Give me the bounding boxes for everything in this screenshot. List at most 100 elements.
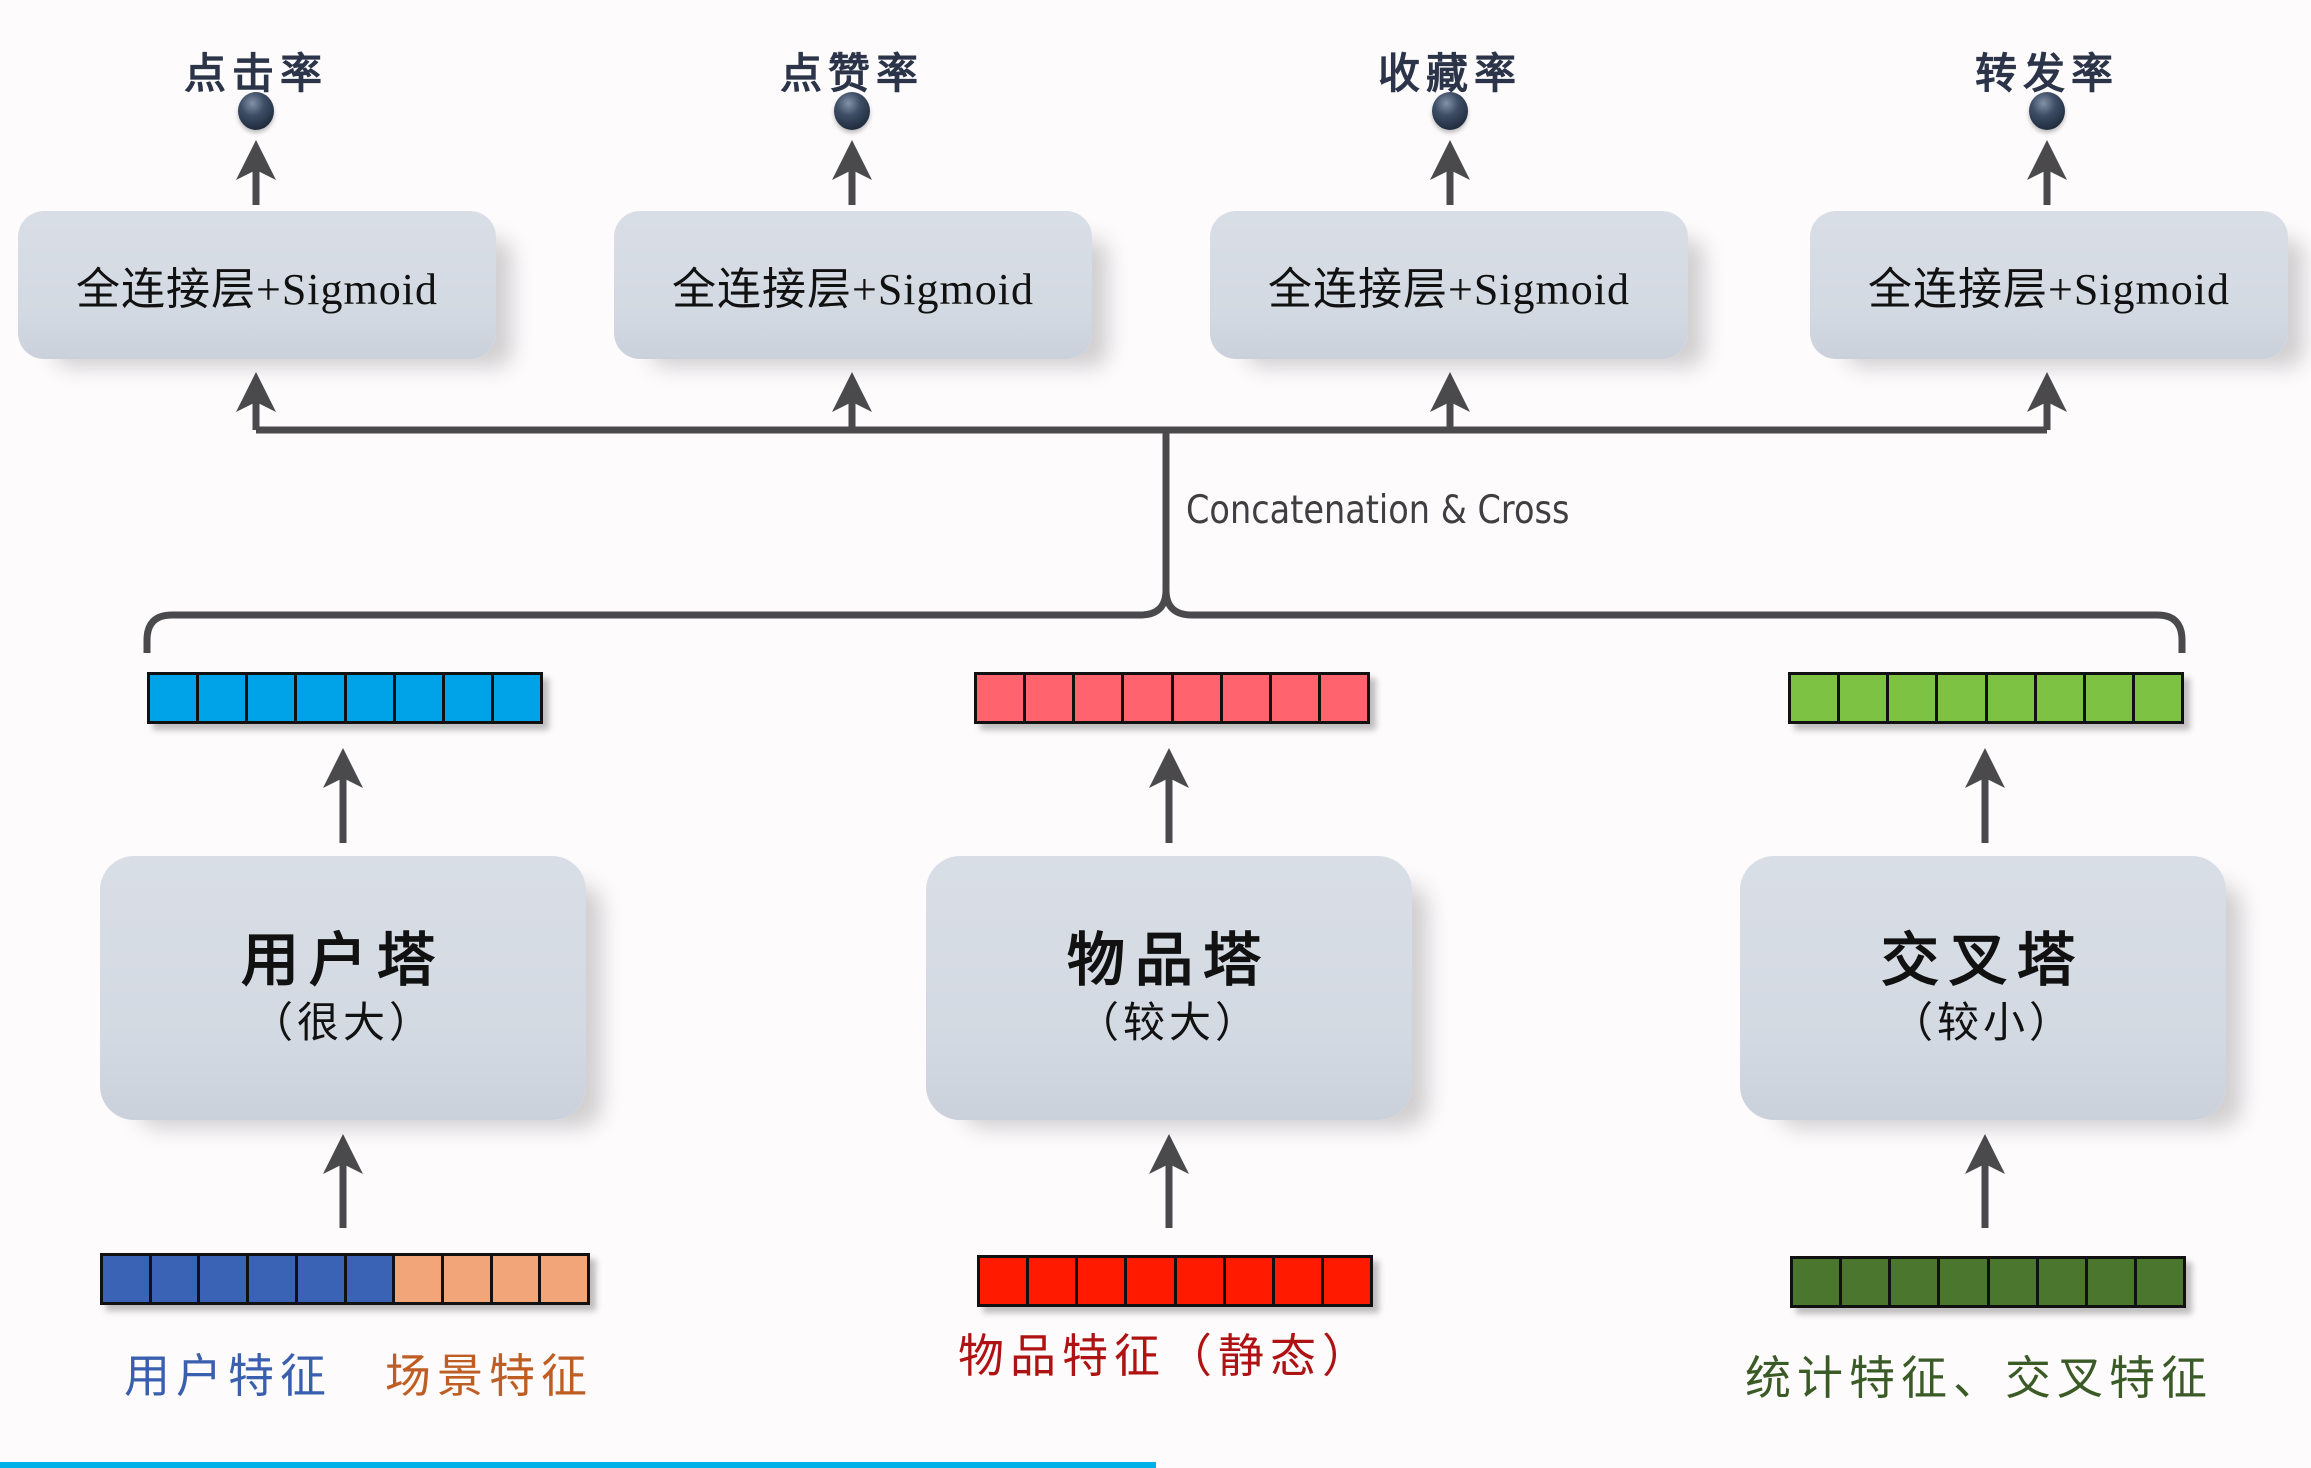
vector-cell <box>1320 675 1367 721</box>
vector-cell <box>199 675 249 721</box>
vector-cell <box>1222 675 1272 721</box>
tower-size-note: （较小） <box>1890 998 2075 1047</box>
features-to-tower-arrow-icon <box>323 1134 363 1228</box>
fc-to-output-arrow-icon <box>2027 140 2067 205</box>
video-progress-bar[interactable] <box>0 1462 2311 1468</box>
fc-sigmoid-label: 全连接层+Sigmoid <box>1268 265 1630 314</box>
user-feature-label: 用户特征 <box>124 1349 332 1403</box>
bus-to-fc-arrow-icon <box>236 372 276 430</box>
features-to-tower-arrow-icon <box>1149 1134 1189 1228</box>
vector-cell <box>1842 1259 1892 1305</box>
vector-cell <box>1029 1258 1079 1304</box>
vector-cell <box>444 675 494 721</box>
vector-cell <box>297 1256 347 1302</box>
tower-to-embedding-arrow-icon <box>1965 748 2005 843</box>
vector-cell <box>443 1256 493 1302</box>
fc-sigmoid-box: 全连接层+Sigmoid <box>1810 211 2288 359</box>
vector-cell <box>1274 1258 1324 1304</box>
user-tower-box: 用户塔 （很大） <box>100 856 586 1120</box>
bus-to-fc-arrow-icon <box>2027 372 2067 430</box>
scene-feature-label: 场景特征 <box>385 1349 593 1403</box>
vector-cell <box>2038 1259 2088 1305</box>
vector-cell <box>1323 1258 1370 1304</box>
vector-cell <box>1078 1258 1128 1304</box>
vector-cell <box>2087 1259 2137 1305</box>
fc-sigmoid-box: 全连接层+Sigmoid <box>18 211 496 359</box>
vector-cell <box>103 1256 152 1302</box>
output-label: 转发率 <box>1974 49 2119 98</box>
vector-cell <box>1075 675 1125 721</box>
fc-sigmoid-box: 全连接层+Sigmoid <box>614 211 1092 359</box>
vector-cell <box>1173 675 1223 721</box>
item-feature-label: 物品特征（静态） <box>958 1329 1374 1383</box>
fc-to-output-arrow-icon <box>1430 140 1470 205</box>
vector-cell <box>1225 1258 1275 1304</box>
tower-to-embedding-arrow-icon <box>323 748 363 843</box>
cross-tower-box: 交叉塔 （较小） <box>1740 856 2226 1120</box>
vector-cell <box>297 675 347 721</box>
output-node-icon <box>238 92 274 130</box>
vector-cell <box>1793 1259 1843 1305</box>
tower-size-note: （较大） <box>1076 998 1261 1047</box>
output-label: 点赞率 <box>779 49 924 98</box>
vector-cell <box>1026 675 1076 721</box>
item-tower-box: 物品塔 （较大） <box>926 856 1412 1120</box>
vector-cell <box>493 675 540 721</box>
vector-cell <box>395 1256 444 1302</box>
vector-cell <box>2134 675 2181 721</box>
features-to-tower-arrow-icon <box>1965 1134 2005 1228</box>
item-embedding-vector <box>974 672 1370 724</box>
user-embedding-vector <box>147 672 543 724</box>
vector-cell <box>150 675 200 721</box>
tower-size-note: （很大） <box>250 998 435 1047</box>
tower-title: 用户塔 <box>240 926 445 994</box>
vector-cell <box>1176 1258 1226 1304</box>
output-node-icon <box>834 92 870 130</box>
vector-cell <box>151 1256 201 1302</box>
fc-sigmoid-label: 全连接层+Sigmoid <box>1868 265 2230 314</box>
vector-cell <box>492 1256 542 1302</box>
output-node-icon <box>2029 92 2065 130</box>
tower-to-embedding-arrow-icon <box>1149 748 1189 843</box>
fc-to-output-arrow-icon <box>236 140 276 205</box>
vector-cell <box>1891 1259 1941 1305</box>
vector-cell <box>980 1258 1030 1304</box>
stat-cross-feature-vector <box>1790 1256 2186 1308</box>
vector-cell <box>2085 675 2135 721</box>
vector-cell <box>2136 1259 2183 1305</box>
fc-to-output-arrow-icon <box>832 140 872 205</box>
vector-cell <box>249 1256 298 1302</box>
cross-embedding-vector <box>1788 672 2184 724</box>
vector-cell <box>1791 675 1841 721</box>
stat-cross-feature-label: 统计特征、交叉特征 <box>1745 1351 2213 1405</box>
vector-cell <box>1271 675 1321 721</box>
vector-cell <box>541 1256 588 1302</box>
vector-cell <box>346 675 396 721</box>
vector-cell <box>1840 675 1890 721</box>
output-node-icon <box>1432 92 1468 130</box>
output-label: 收藏率 <box>1377 49 1522 98</box>
item-feature-vector <box>977 1255 1373 1307</box>
tower-title: 交叉塔 <box>1880 926 2085 994</box>
bus-to-fc-arrow-icon <box>832 372 872 430</box>
vector-cell <box>346 1256 396 1302</box>
fc-sigmoid-label: 全连接层+Sigmoid <box>76 265 438 314</box>
vector-cell <box>977 675 1027 721</box>
fc-sigmoid-box: 全连接层+Sigmoid <box>1210 211 1688 359</box>
user-scene-feature-vector <box>100 1253 590 1305</box>
vector-cell <box>1940 1259 1990 1305</box>
bus-to-fc-arrow-icon <box>1430 372 1470 430</box>
vector-cell <box>1987 675 2037 721</box>
vector-cell <box>1124 675 1174 721</box>
video-progress-fill <box>0 1462 1156 1468</box>
vector-cell <box>1989 1259 2039 1305</box>
vector-cell <box>395 675 445 721</box>
concatenation-cross-label: Concatenation & Cross <box>1186 488 1570 533</box>
fc-sigmoid-label: 全连接层+Sigmoid <box>672 265 1034 314</box>
vector-cell <box>1889 675 1939 721</box>
concat-brace <box>143 586 2186 653</box>
vector-cell <box>1938 675 1988 721</box>
vector-cell <box>248 675 298 721</box>
